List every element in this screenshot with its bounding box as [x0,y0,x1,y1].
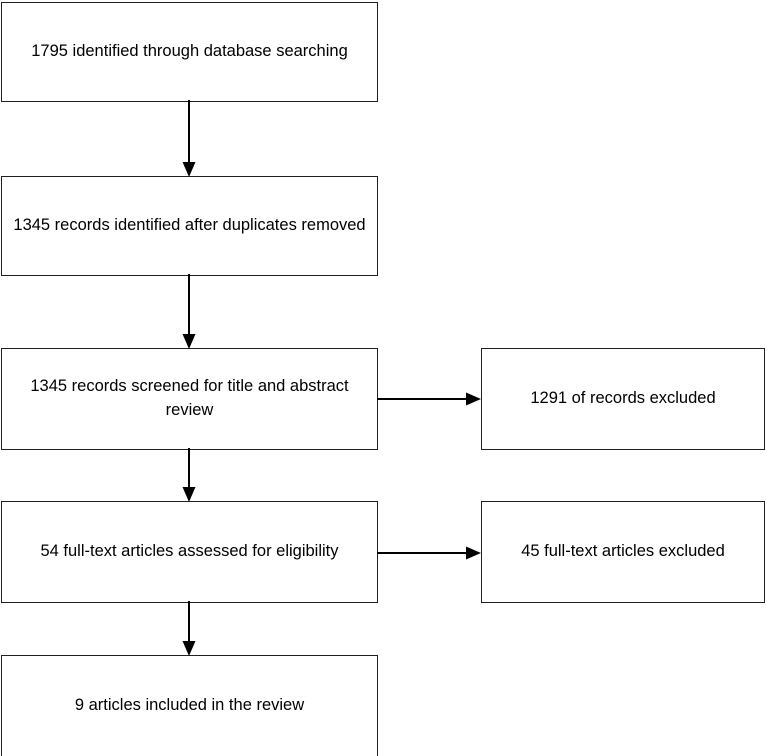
node-label: 1345 records screened for title and abst… [30,377,349,419]
node-identified-through-database-searching: 1795 identified through database searchi… [1,2,378,102]
node-label: 1291 of records excluded [530,389,716,408]
node-label: 9 articles included in the review [74,696,305,715]
node-label: 45 full-text articles excluded [521,542,725,561]
arrow-screened-to-records-excluded [377,385,485,413]
arrow-deduped-to-screened [175,274,203,350]
arrow-identified-to-deduped [175,100,203,178]
node-label: 1795 identified through database searchi… [31,42,348,61]
node-records-excluded: 1291 of records excluded [481,348,765,450]
arrow-screened-to-fulltext [175,448,203,503]
node-articles-included-in-the-review: 9 articles included in the review [1,655,378,756]
node-records-screened-for-title-and-abstract-review: 1345 records screened for title and abst… [1,348,378,450]
node-label: 1345 records identified after duplicates… [13,216,366,235]
node-full-text-articles-excluded: 45 full-text articles excluded [481,501,765,603]
node-full-text-articles-assessed-for-eligibility: 54 full-text articles assessed for eligi… [1,501,378,603]
node-label: 54 full-text articles assessed for eligi… [40,542,339,561]
node-records-identified-after-duplicates-removed: 1345 records identified after duplicates… [1,176,378,276]
arrow-fulltext-to-fulltext-excluded [377,539,485,567]
arrow-fulltext-to-included [175,601,203,657]
